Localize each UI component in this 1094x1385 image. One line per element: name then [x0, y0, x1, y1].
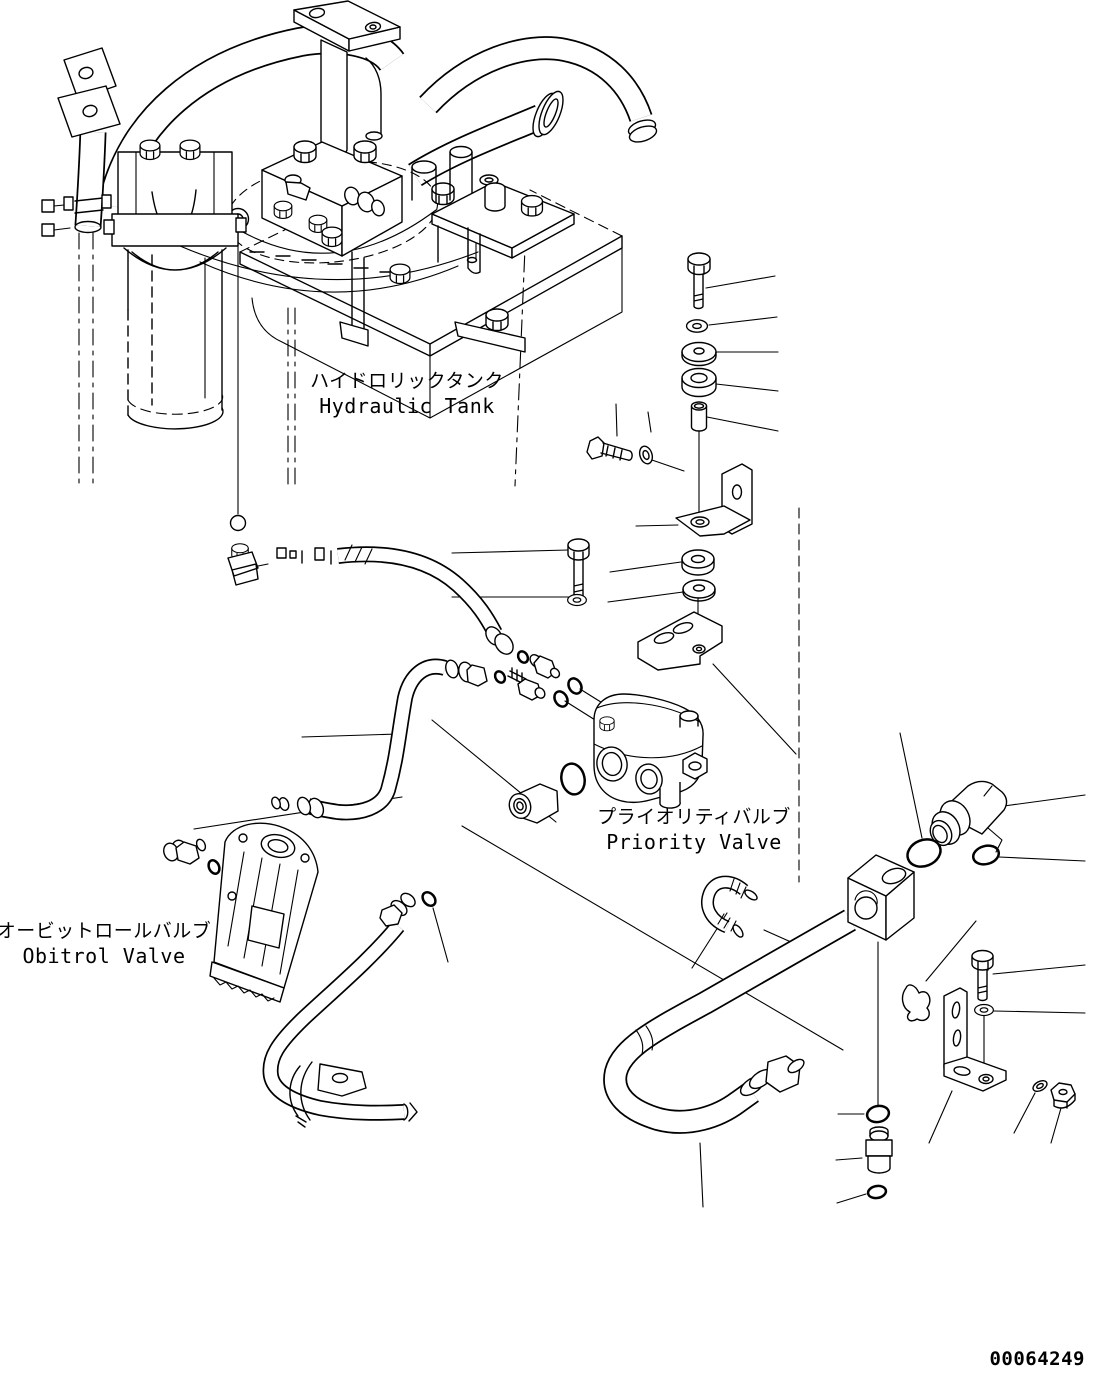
hose3-fitting: [379, 892, 416, 927]
obitrol-valve-assembly: [209, 822, 437, 1128]
bolt3: [971, 949, 994, 1002]
bolt-washer-stack-right: [586, 252, 753, 537]
washer3: [974, 1003, 994, 1017]
filter-assembly: [103, 139, 247, 430]
obitrol-valve-label-en: Obitrol Valve: [22, 943, 186, 968]
o-ring: [567, 677, 583, 695]
o-ring-large: [906, 838, 942, 868]
hose-tank-to-valve: [227, 514, 561, 679]
elbow-block: [847, 854, 915, 941]
hose2-end-fitting-left: [271, 796, 325, 819]
hose-valve-to-obitrol: [163, 658, 546, 875]
washer-small: [685, 319, 709, 333]
bracket-right: [675, 463, 753, 537]
small-bolt-horizontal: [586, 436, 633, 461]
priority-valve-assembly: [508, 538, 723, 824]
washer-thick2: [681, 549, 715, 576]
port-circle-and-elbow: [227, 514, 269, 586]
hydraulic-tank-label: ハイドロリックタンク Hydraulic Tank: [297, 370, 517, 419]
washer-flat2: [682, 579, 716, 646]
priority-valve-label-en: Priority Valve: [606, 829, 782, 854]
spacer-sleeve: [690, 401, 708, 517]
tank-bracket-left: [339, 251, 526, 353]
o-ring-large: [560, 762, 586, 796]
hydraulic-tank-label-en: Hydraulic Tank: [319, 393, 495, 418]
tank-flange-elbow: [41, 47, 121, 237]
bolt: [687, 252, 711, 310]
hex-adapter-fitting: [508, 783, 559, 824]
washer-thick: [681, 367, 717, 398]
hose-end-fitting: [485, 626, 514, 655]
elbow-block-assembly: [603, 780, 1008, 1200]
o-ring-small: [866, 1184, 888, 1200]
nipple-fitting-upper: [529, 654, 561, 679]
obitrol-valve-label-ja: オービットロールバルブ: [0, 920, 212, 942]
washer-ring2: [567, 593, 587, 607]
tank-top-plate-pipe: [293, 0, 401, 157]
u-hose-small: [701, 875, 758, 938]
drawing-number: 00064249: [989, 1348, 1085, 1370]
elbow-fitting-left: [163, 838, 207, 865]
o-ring: [553, 690, 569, 708]
small-washer-ring: [638, 445, 654, 465]
tube-end-fitting: [739, 1055, 805, 1097]
bracket-assembly-bottom-right: [943, 949, 1076, 1109]
obitrol-valve-label: オービットロールバルブ Obitrol Valve: [0, 920, 212, 969]
hose-clamp-symbols: [276, 547, 332, 565]
retainer-clip: [901, 984, 931, 1022]
long-tube: [603, 909, 856, 1134]
priority-valve-body: [593, 693, 708, 809]
hydraulic-tank-assembly: [41, 0, 658, 430]
washer-flat: [681, 341, 717, 367]
o-ring: [971, 844, 1001, 866]
hose2-end-fitting-right: [445, 659, 488, 687]
l-bracket: [943, 987, 1007, 1092]
bolt2: [567, 538, 590, 602]
hose-obitrol-lower: [262, 891, 437, 1128]
priority-valve-label-ja: プライオリティバルブ: [597, 806, 791, 828]
hex-fitting-bottom: [865, 1126, 893, 1174]
tank-plate: [179, 235, 623, 419]
o-ring: [865, 1104, 891, 1124]
hydraulic-tank-label-ja: ハイドロリックタンク: [310, 370, 504, 392]
o-ring-small: [207, 859, 221, 875]
o-ring-small: [516, 650, 530, 664]
o-ring-small: [493, 670, 507, 684]
elbow-fitting-right: [929, 780, 1008, 853]
tank-mounting-plate-right: [431, 174, 575, 275]
hose-clamp: [289, 1061, 367, 1128]
o-ring-small: [421, 891, 437, 907]
valve-bracket-plate: [637, 611, 723, 671]
tank-hose-right: [419, 36, 658, 143]
small-washer2: [1032, 1079, 1048, 1093]
leader-lines: [193, 229, 1086, 1208]
obitrol-valve-body: [209, 822, 319, 1003]
priority-valve-label: プライオリティバルブ Priority Valve: [584, 806, 804, 855]
nipple-fitting-lower: [507, 667, 546, 701]
nut: [1050, 1082, 1076, 1109]
